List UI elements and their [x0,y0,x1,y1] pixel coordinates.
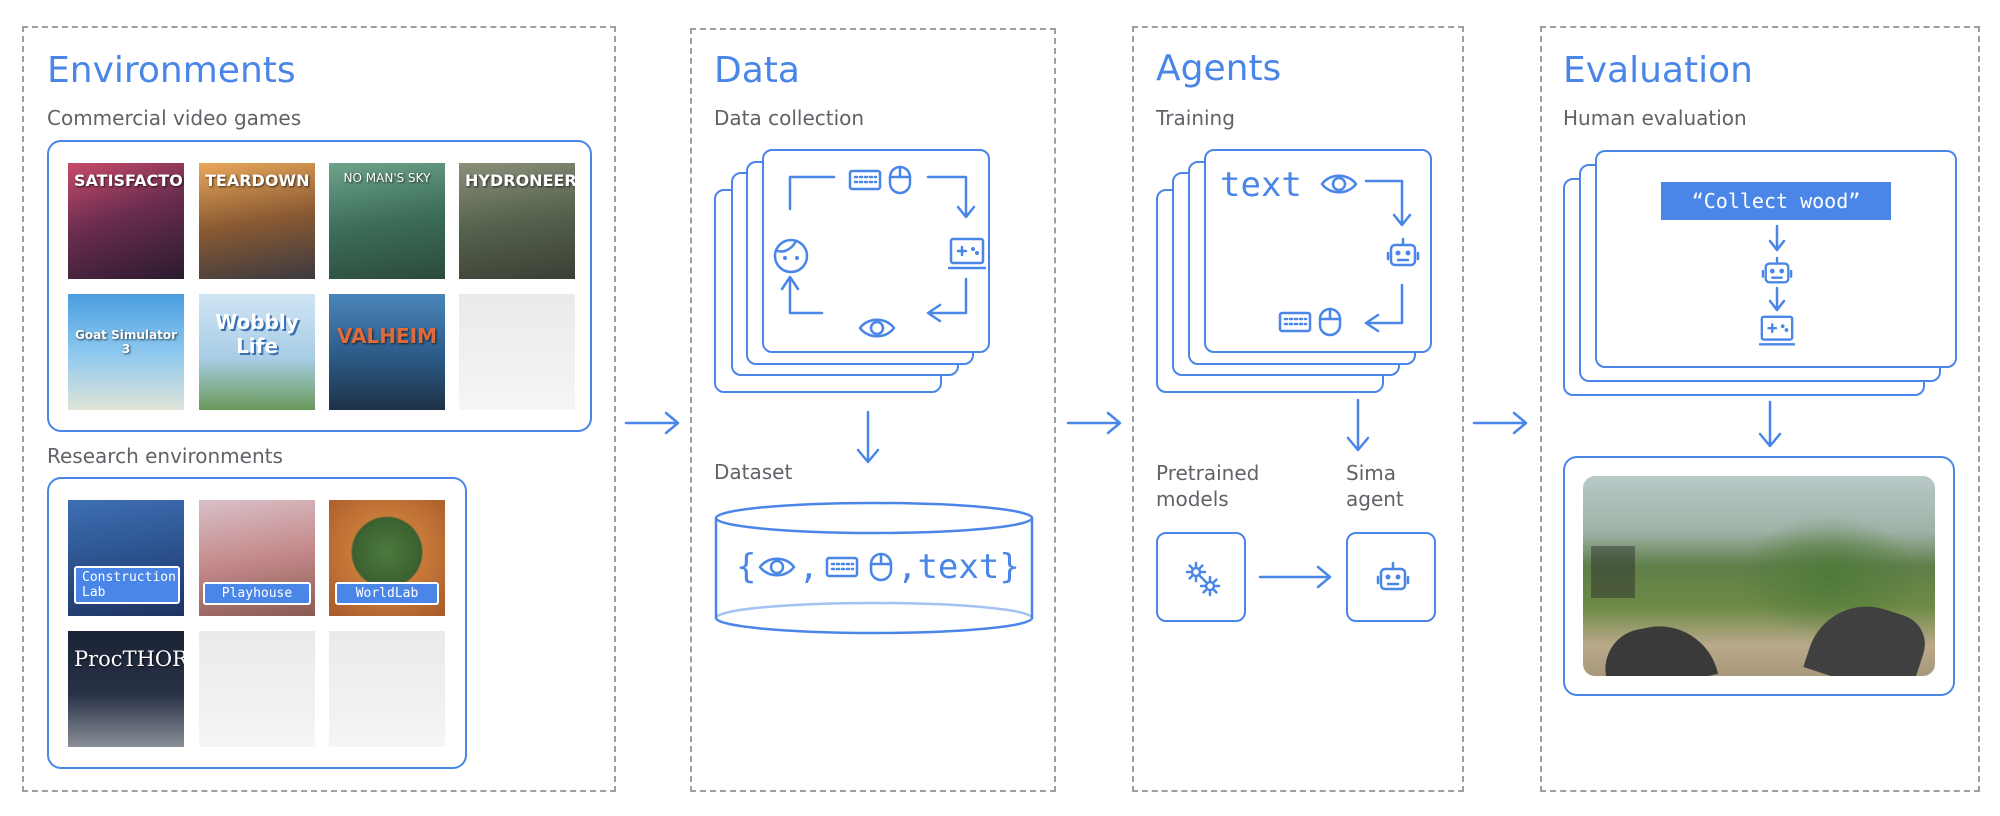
arrow-icon [1768,224,1786,252]
dataset-text-end: ,text} [896,547,1020,587]
commercial-games-box: SATISFACTORY TEARDOWN NO MAN'S SKY HYDRO… [47,140,592,432]
environments-title: Environments [47,50,296,91]
gears-icon [1185,561,1221,597]
game-thumb-valheim: VALHEIM [329,294,445,410]
agents-title: Agents [1156,48,1282,89]
arrow-icon [1472,411,1528,435]
research-thumb-empty-1 [199,631,315,747]
arrow-icon [1346,398,1370,452]
evaluation-title: Evaluation [1563,50,1753,91]
arrow-icon [624,411,680,435]
evaluation-task-card: “Collect wood” [1595,150,1957,368]
data-panel [690,28,1056,792]
research-thumb-empty-2 [329,631,445,747]
worldlab-tag: WorldLab [335,582,439,605]
robot-icon [1761,256,1793,284]
arrow-icon [1768,286,1786,312]
game-thumb-teardown: TEARDOWN [199,163,315,279]
mouse-icon [869,552,893,582]
training-loop-card: text [1204,149,1432,353]
research-thumb-worldlab: WorldLab [329,500,445,616]
sima-agent-box [1346,532,1436,622]
eye-icon [759,557,796,577]
dataset-cylinder [714,501,1034,635]
environments-panel [22,26,616,792]
research-environments-box: Construction Lab Playhouse WorldLab Proc… [47,477,467,769]
arrow-icon [1758,400,1782,448]
sima-agent-label: Sima agent [1346,461,1404,511]
construction-lab-tag: Construction Lab [74,566,180,604]
data-title: Data [714,50,800,91]
research-environments-label: Research environments [47,444,283,468]
research-thumb-playhouse: Playhouse [199,500,315,616]
dataset-label: Dataset [714,460,793,484]
keyboard-icon [1278,311,1312,333]
mouse-icon [888,165,912,195]
player-hand-left [1597,615,1719,676]
arrow-icon [1066,411,1122,435]
keyboard-icon [825,556,859,578]
game-thumb-empty [459,294,575,410]
research-thumb-procthor: ProcTHOR [68,631,184,747]
playhouse-tag: Playhouse [203,582,311,605]
gameplay-screenshot-box [1563,456,1955,696]
eye-icon [1320,174,1358,194]
robot-icon [1376,561,1410,591]
pretrained-models-box [1156,532,1246,622]
arrow-icon [856,410,880,464]
evaluation-panel [1540,26,1980,792]
gamepad-screen-icon [948,237,986,270]
human-evaluation-label: Human evaluation [1563,106,1747,130]
hud-panel [1591,546,1635,598]
pretrained-models-label: Pretrained models [1156,461,1260,511]
robot-icon [1386,237,1420,267]
data-collection-loop-card [762,149,990,353]
dataset-comma: , [798,547,819,587]
gameplay-screenshot [1583,476,1935,676]
face-icon [773,238,809,274]
gamepad-screen-icon [1759,315,1795,346]
training-label: Training [1156,106,1235,130]
dataset-open-brace: { [736,547,757,587]
game-thumb-wobbly-life: Wobbly Life [199,294,315,410]
eye-icon [858,318,896,338]
game-thumb-goat-simulator: Goat Simulator 3 [68,294,184,410]
keyboard-icon [848,169,882,191]
data-collection-label: Data collection [714,106,865,130]
dataset-contents: { , ,text} [736,542,1020,592]
instruction-banner: “Collect wood” [1661,182,1891,220]
research-thumb-construction-lab: Construction Lab [68,500,184,616]
game-thumb-satisfactory: SATISFACTORY [68,163,184,279]
arrow-icon [1258,565,1332,589]
training-text-label: text [1220,165,1302,205]
mouse-icon [1318,307,1342,337]
commercial-games-label: Commercial video games [47,106,302,130]
player-hand-right [1803,590,1933,676]
game-thumb-no-mans-sky: NO MAN'S SKY [329,163,445,279]
game-thumb-hydroneer: HYDRONEER [459,163,575,279]
agents-panel [1132,26,1464,792]
